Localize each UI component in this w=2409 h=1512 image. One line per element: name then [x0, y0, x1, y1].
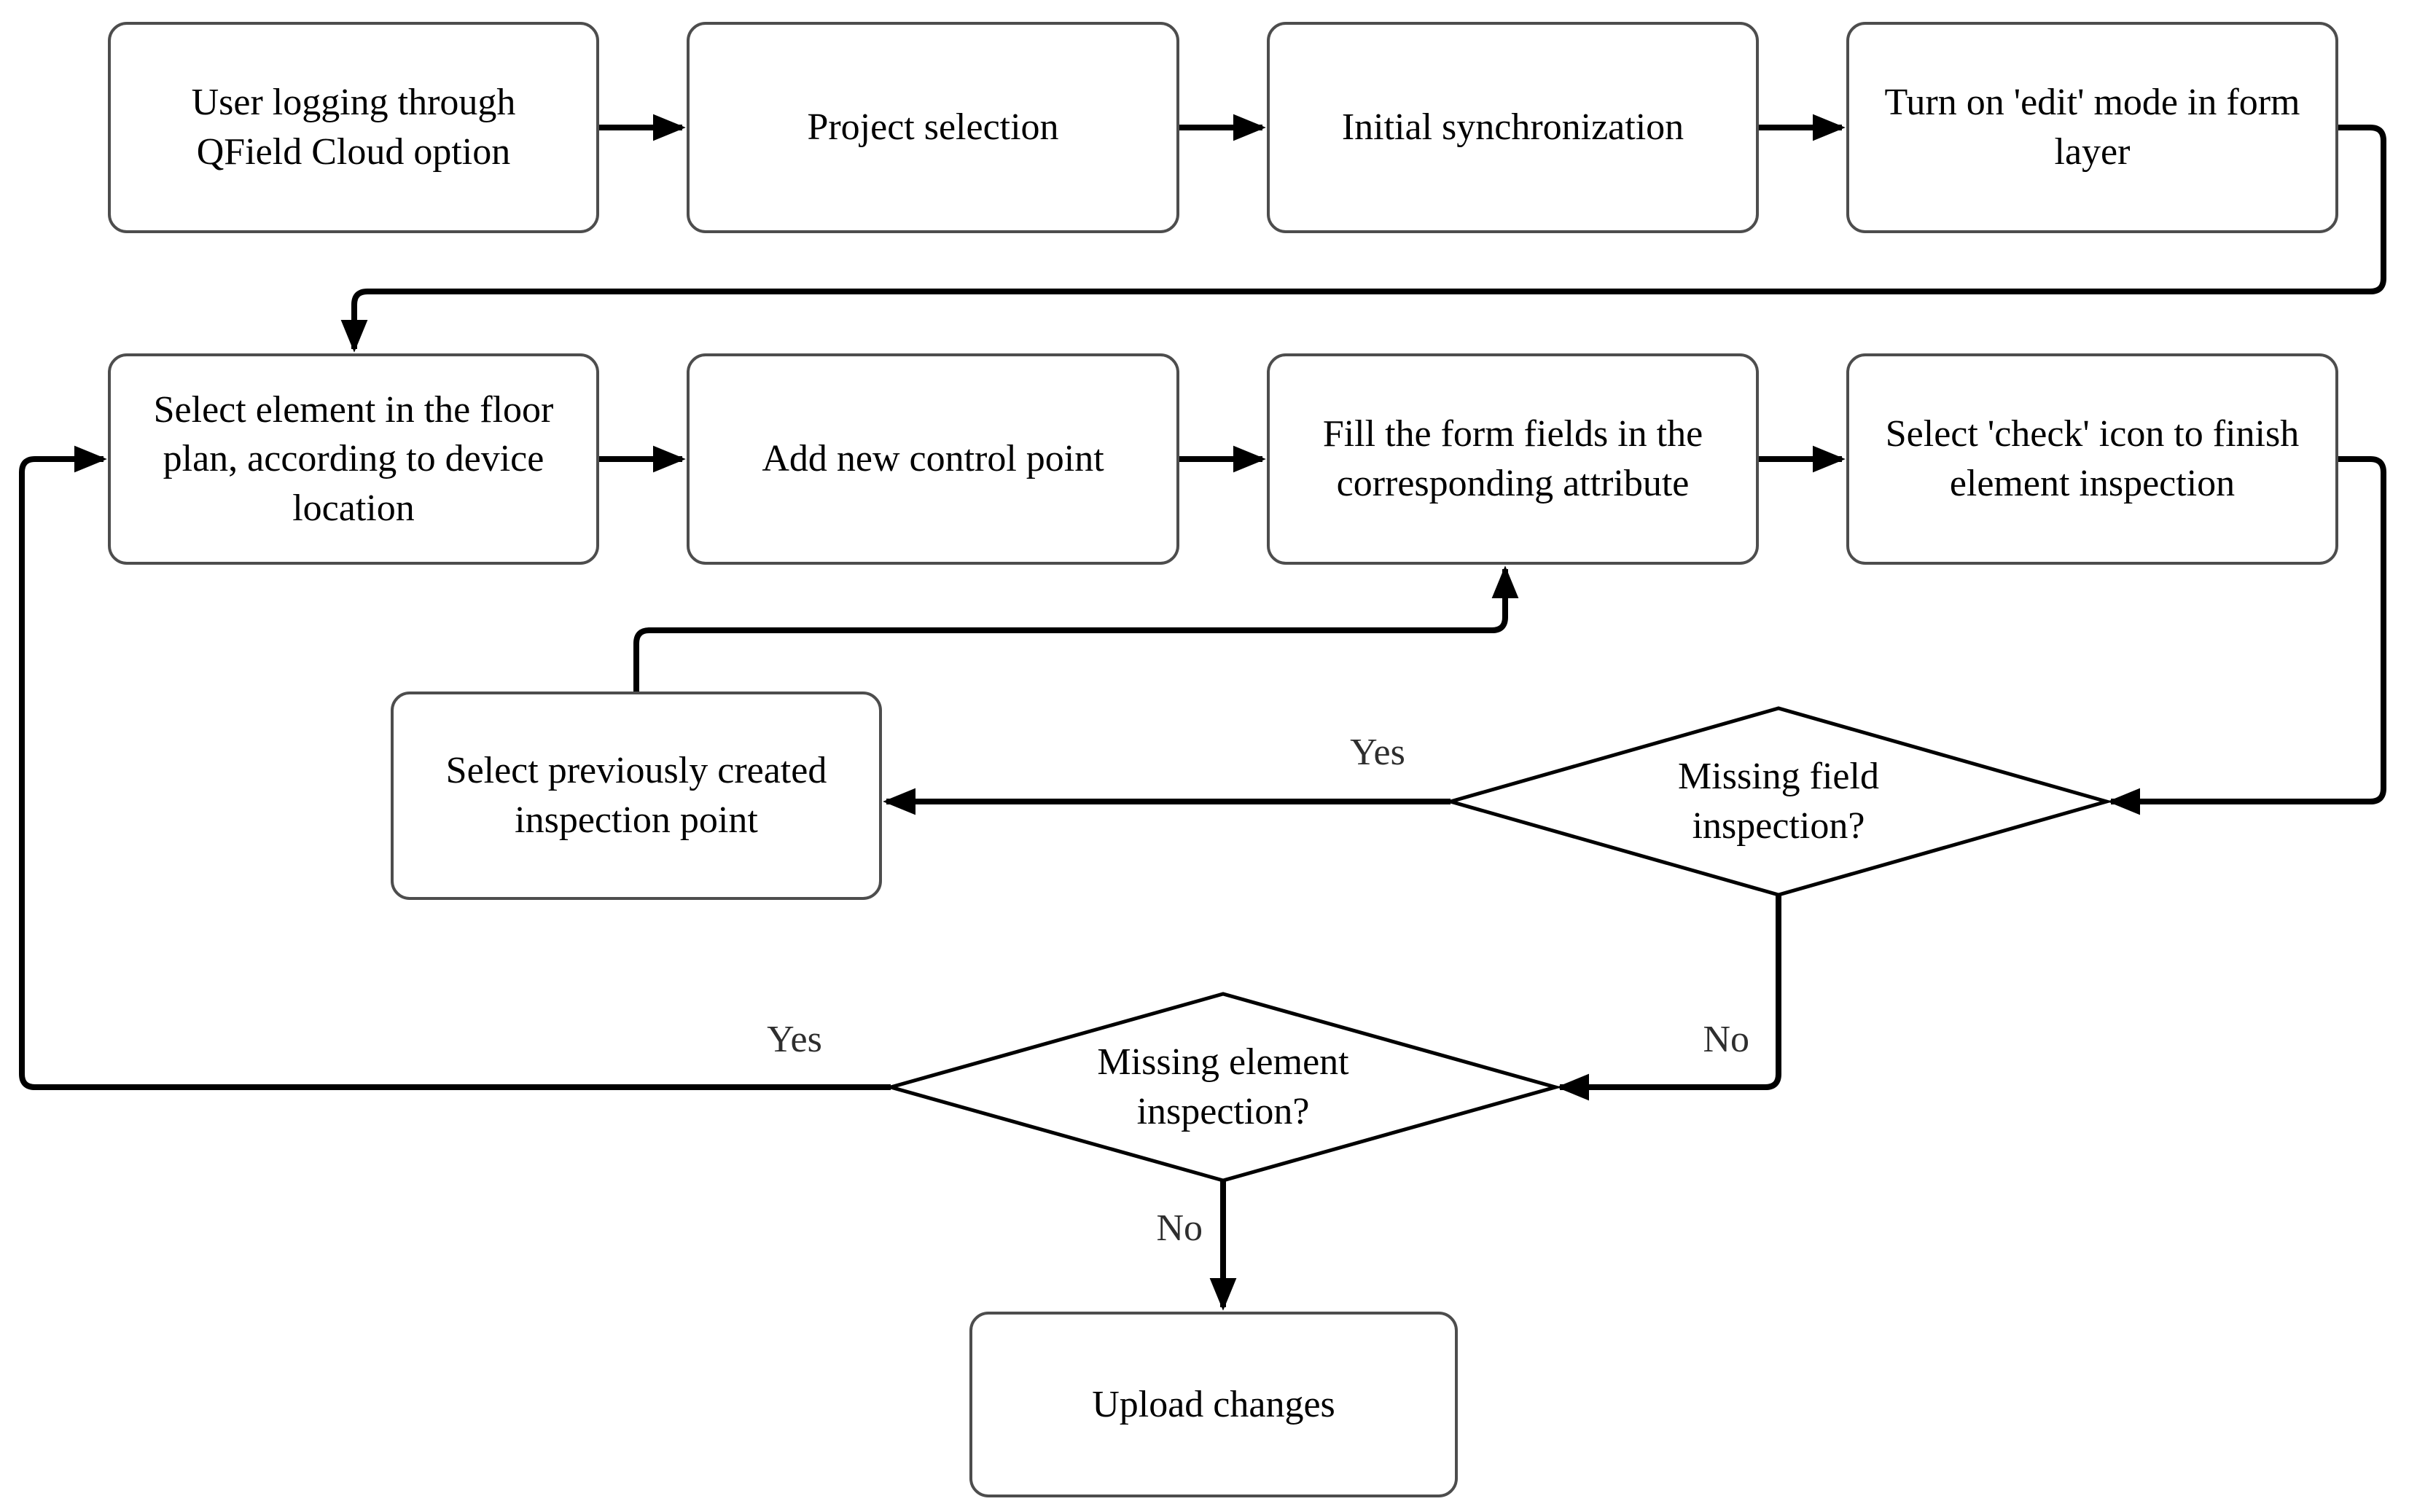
- decision-missing-field-shape: [1443, 706, 2114, 897]
- node-project-selection: Project selection: [687, 22, 1179, 233]
- node-initial-synchronization: Initial synchronization: [1267, 22, 1759, 233]
- label-missing-field-yes: Yes: [1350, 732, 1405, 773]
- edge-missingelement-yes: [19, 445, 891, 1090]
- node-add-control-point: Add new control point: [687, 353, 1179, 565]
- label-missing-field-no: No: [1703, 1019, 1749, 1060]
- edge-selectprevious-to-fillform: [633, 565, 1519, 692]
- label-missing-element-no: No: [1156, 1207, 1203, 1249]
- edge-checkicon-to-missingfield: [2107, 456, 2386, 815]
- node-upload-changes: Upload changes: [969, 1312, 1458, 1497]
- node-select-previous-point: Select previously created inspection poi…: [391, 692, 882, 900]
- node-check-icon: Select 'check' icon to finish element in…: [1846, 353, 2338, 565]
- decision-missing-element-shape: [883, 992, 1563, 1183]
- node-edit-mode: Turn on 'edit' mode in form layer: [1846, 22, 2338, 233]
- edge-editmode-to-selectelement: [340, 125, 2386, 353]
- node-user-login: User logging through QField Cloud option: [108, 22, 599, 233]
- node-select-element: Select element in the floor plan, accord…: [108, 353, 599, 565]
- node-fill-form-fields: Fill the form fields in the correspondin…: [1267, 353, 1759, 565]
- label-missing-element-yes: Yes: [767, 1019, 822, 1060]
- edge-missingfield-no: [1556, 895, 1781, 1101]
